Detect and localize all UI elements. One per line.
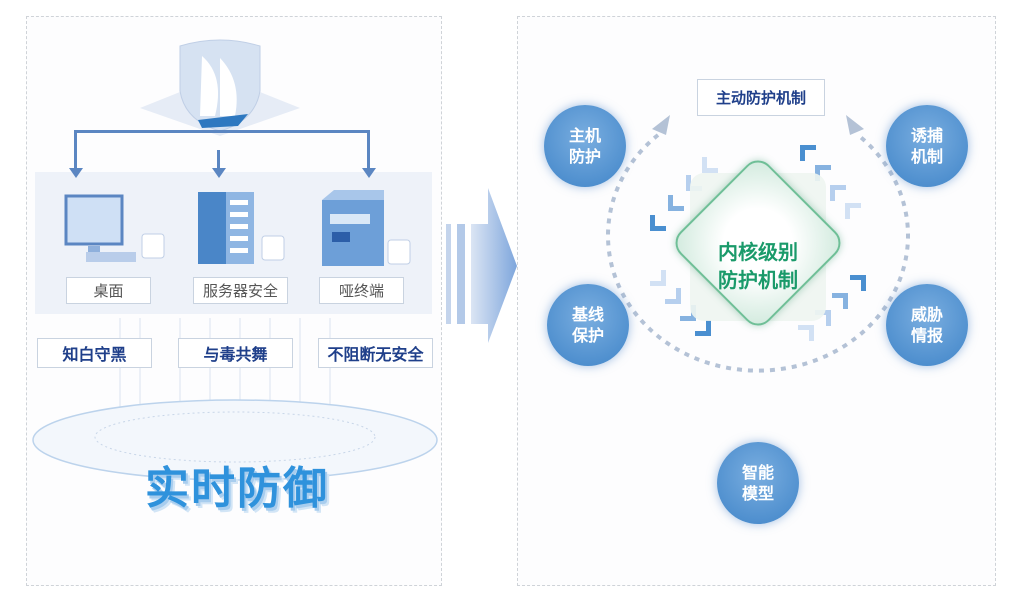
- chevron-icon: [668, 195, 684, 211]
- platform-ellipse: [32, 399, 438, 481]
- connector-horizontal: [75, 130, 369, 133]
- desktop-icon: [64, 194, 165, 262]
- node-line1: 主机: [568, 126, 601, 145]
- chevron-icon: [845, 203, 861, 219]
- chevron-icon: [702, 157, 718, 173]
- kiosk-terminal-icon: [322, 190, 411, 266]
- proactive-defense-label: 主动防护机制: [697, 79, 825, 116]
- node-line2: 机制: [910, 147, 943, 166]
- chevron-icon: [798, 325, 814, 341]
- node-line2: 情报: [910, 326, 943, 345]
- arrow-down-icon: [212, 168, 226, 178]
- kernel-label-line1: 内核级别: [718, 240, 798, 264]
- device-label-desktop: 桌面: [66, 277, 151, 304]
- chevron-icon: [830, 185, 846, 201]
- node-trap-mechanism: 诱捕机制: [886, 105, 968, 187]
- node-line2: 保护: [571, 326, 604, 345]
- arrow-down-icon: [69, 168, 83, 178]
- node-line1: 威胁: [910, 305, 943, 324]
- kernel-label-line2: 防护机制: [718, 268, 798, 292]
- node-line2: 模型: [741, 484, 774, 503]
- node-baseline-protection: 基线保护: [547, 284, 629, 366]
- chevron-icon: [850, 275, 866, 291]
- chevron-icon: [650, 215, 666, 231]
- chevron-icon: [695, 320, 711, 336]
- kernel-label: 内核级别 防护机制: [690, 238, 826, 294]
- node-line1: 智能: [741, 463, 774, 482]
- node-smart-model: 智能模型: [717, 442, 799, 524]
- shield-logo-icon: [140, 39, 300, 136]
- connector-mid: [217, 150, 220, 170]
- device-label-server: 服务器安全: [193, 277, 288, 304]
- node-line1: 基线: [571, 305, 604, 324]
- arrow-down-icon: [362, 168, 376, 178]
- node-host-protection: 主机防护: [544, 105, 626, 187]
- node-line2: 防护: [568, 147, 601, 166]
- realtime-defense-title: 实时防御: [145, 463, 329, 514]
- device-label-terminal: 哑终端: [319, 277, 404, 304]
- chevron-icon: [800, 145, 816, 161]
- server-icon: [198, 192, 285, 264]
- principle-label-3: 不阻断无安全: [318, 338, 433, 368]
- connector-left: [74, 130, 77, 170]
- big-right-arrow-icon: [446, 188, 517, 343]
- node-threat-intel: 威胁情报: [886, 284, 968, 366]
- chevron-icon: [832, 293, 848, 309]
- principle-label-2: 与毒共舞: [178, 338, 293, 368]
- chevron-icon: [665, 288, 681, 304]
- principle-label-1: 知白守黑: [37, 338, 152, 368]
- node-line1: 诱捕: [910, 126, 943, 145]
- chevron-icon: [650, 270, 666, 286]
- connector-right: [367, 130, 370, 170]
- dashed-cycle-ring: [606, 115, 910, 373]
